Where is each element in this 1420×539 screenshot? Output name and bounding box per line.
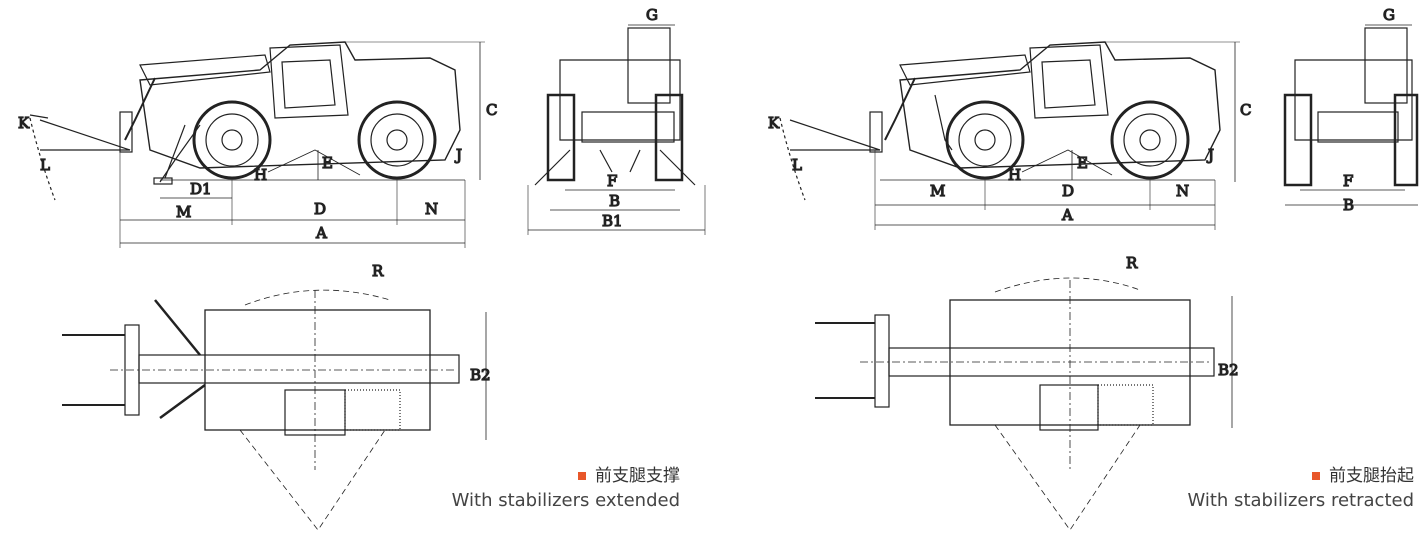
label-N: N (425, 200, 438, 218)
caption-cn: 前支腿抬起 (1329, 466, 1414, 486)
label-A: A (1061, 206, 1073, 224)
label-E: E (322, 154, 333, 172)
label-L: L (792, 156, 802, 174)
front-labels-extended: G F B B1 (601, 5, 658, 230)
label-R: R (1126, 254, 1138, 272)
side-labels-retracted: K L M D N A C H E J (767, 100, 1252, 224)
label-B: B (1343, 196, 1354, 214)
side-labels-extended: K L D1 M D N A C H E J (17, 100, 498, 242)
bullet-icon (1312, 472, 1320, 480)
label-G: G (646, 6, 658, 24)
label-H: H (254, 166, 267, 184)
label-G: G (1383, 6, 1395, 24)
top-labels-extended: R B2 (371, 261, 491, 384)
front-view-extended (527, 24, 706, 235)
caption-en: With stabilizers retracted (1187, 490, 1414, 511)
label-H: H (1008, 166, 1021, 184)
label-B2: B2 (470, 366, 491, 384)
front-labels-retracted: G F B (1342, 5, 1395, 214)
front-view-retracted (1283, 24, 1419, 206)
side-view-extended (29, 41, 485, 248)
label-B2: B2 (1218, 361, 1239, 379)
label-M: M (930, 182, 945, 200)
label-R: R (372, 262, 384, 280)
caption-en: With stabilizers extended (451, 490, 680, 511)
label-F: F (607, 172, 617, 190)
label-A: A (315, 224, 327, 242)
label-J: J (454, 146, 462, 164)
label-K: K (18, 114, 30, 132)
caption-extended: 前支腿支撑 With stabilizers extended (452, 464, 680, 514)
label-B: B (609, 192, 620, 210)
label-B1: B1 (602, 212, 623, 230)
label-C: C (1240, 101, 1251, 119)
top-view-extended (62, 289, 487, 531)
label-D1: D1 (190, 180, 212, 198)
label-D: D (314, 200, 326, 218)
label-E: E (1077, 154, 1088, 172)
label-C: C (486, 101, 497, 119)
label-L: L (40, 156, 50, 174)
label-D: D (1062, 182, 1074, 200)
label-K: K (768, 114, 780, 132)
label-F: F (1343, 172, 1353, 190)
top-labels-retracted: R B2 (1125, 253, 1239, 379)
label-M: M (176, 203, 191, 221)
caption-cn: 前支腿支撑 (595, 466, 680, 486)
bullet-icon (578, 472, 586, 480)
label-J: J (1206, 146, 1214, 164)
label-N: N (1176, 182, 1189, 200)
caption-retracted: 前支腿抬起 With stabilizers retracted (1187, 464, 1414, 514)
top-view-retracted (815, 277, 1233, 531)
side-view-retracted (779, 41, 1240, 230)
